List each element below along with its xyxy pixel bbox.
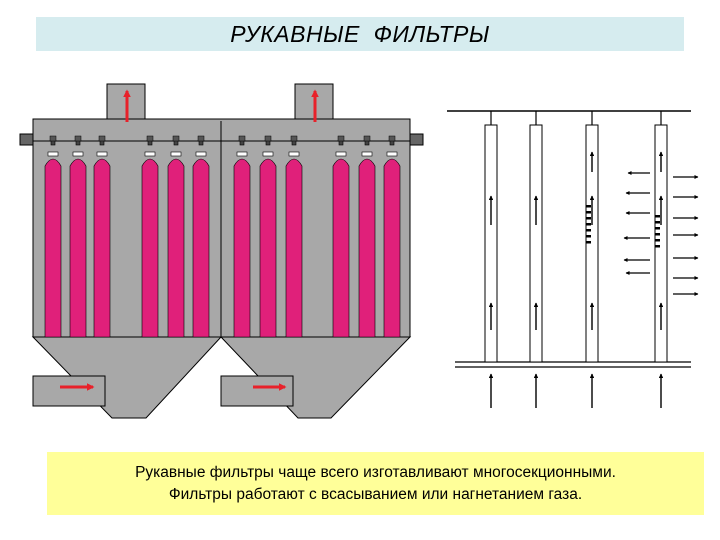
pulse-mark [586,229,591,232]
manifold-nozzle [363,135,371,142]
pulse-mark [655,239,660,242]
caption-box: Рукавные фильтры чаще всего изготавливаю… [47,452,704,515]
bag-clamp [144,151,156,157]
bag-clamp [47,151,59,157]
filter-bag [259,158,277,338]
flange-right [409,133,424,146]
filter-housing [19,83,424,419]
filter-bag [332,158,350,338]
pulse-mark [655,215,660,218]
filter-bag [383,158,401,338]
bag-clamp [96,151,108,157]
filter-bag [358,158,376,338]
bag-clamp [335,151,347,157]
bag-clamp [288,151,300,157]
manifold-nozzle [49,135,57,142]
manifold-nozzle [197,135,205,142]
filter-bag [233,158,251,338]
schematic-bag-tube [529,124,543,363]
bag-clamp [361,151,373,157]
chamber-left [32,140,222,338]
flange-left [19,133,34,146]
filter-bag [285,158,303,338]
filter-bag [93,158,111,338]
bag-clamp [262,151,274,157]
manifold-nozzle [74,135,82,142]
manifold-nozzle [337,135,345,142]
schematic-bag-tube [654,124,668,363]
filter-bag [192,158,210,338]
bag-clamp [195,151,207,157]
outlet-arrows [123,89,319,122]
manifold-nozzle [172,135,180,142]
filter-bag [141,158,159,338]
chamber-right [220,140,411,338]
inlet-duct-left [32,375,106,407]
filter-bag [69,158,87,338]
pulse-mark [586,217,591,220]
caption-line-2: Фильтры работают с всасыванием или нагне… [168,485,583,503]
manifold-nozzle [388,135,396,142]
pulse-mark [586,205,591,208]
pulse-mark [655,227,660,230]
flow-schematic [447,110,699,408]
manifold-nozzle [146,135,154,142]
pulse-mark [586,211,591,214]
bag-clamp [170,151,182,157]
bag-clamp [236,151,248,157]
manifold-nozzle [264,135,272,142]
manifold-nozzle [290,135,298,142]
filter-bag [167,158,185,338]
page-title: РУКАВНЫЕ ФИЛЬТРЫ [230,20,490,47]
filter-bag [44,158,62,338]
pulse-mark [655,233,660,236]
bag-clamp [386,151,398,157]
manifold-nozzle [238,135,246,142]
filter-bags [44,135,401,338]
schematic-bag-tube [484,124,498,363]
pulse-mark [586,241,591,244]
caption-line-1: Рукавные фильтры чаще всего изготавливаю… [135,463,616,481]
bag-clamp [72,151,84,157]
pulse-mark [655,245,660,248]
pulse-mark [586,223,591,226]
manifold-nozzle [98,135,106,142]
title-bar: РУКАВНЫЕ ФИЛЬТРЫ [36,17,684,51]
pulse-mark [586,235,591,238]
pulse-mark [655,221,660,224]
inlet-duct-right [220,375,294,407]
